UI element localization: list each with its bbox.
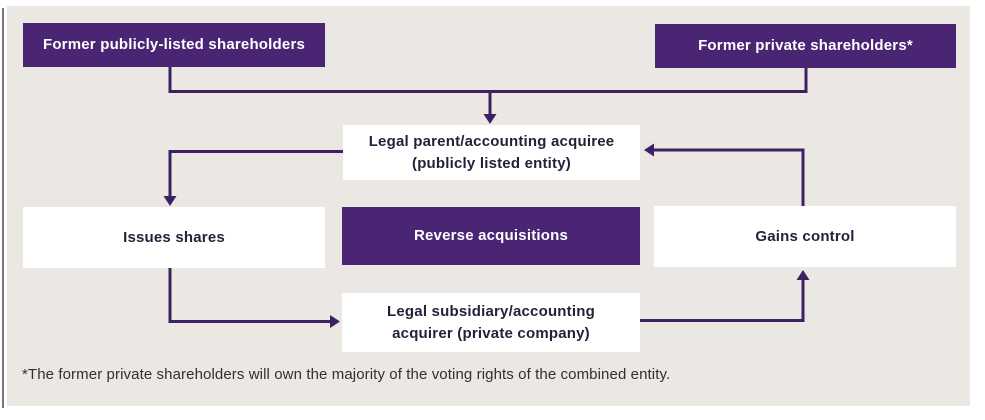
node-label: Issues shares xyxy=(123,228,225,246)
left-edge-line xyxy=(2,8,4,408)
node-label-line1: Legal subsidiary/accounting xyxy=(387,302,595,320)
footnote: *The former private shareholders will ow… xyxy=(22,366,671,383)
node-label-line2: acquirer (private company) xyxy=(392,324,590,342)
node-label-line2: (publicly listed entity) xyxy=(412,154,571,172)
node-label: Former private shareholders* xyxy=(698,37,913,54)
node-former-publicly-listed-shareholders: Former publicly-listed shareholders xyxy=(23,23,325,67)
node-label-line1: Legal parent/accounting acquiree xyxy=(368,132,615,150)
node-reverse-acquisitions: Reverse acquisitions xyxy=(342,207,640,265)
node-gains-control: Gains control xyxy=(654,206,956,267)
node-legal-parent-accounting-acquiree: Legal parent/accounting acquiree (public… xyxy=(343,125,640,180)
node-label: Gains control xyxy=(755,227,855,245)
node-label: Former publicly-listed shareholders xyxy=(42,36,306,53)
node-issues-shares: Issues shares xyxy=(23,207,325,268)
node-legal-subsidiary-accounting-acquirer: Legal subsidiary/accounting acquirer (pr… xyxy=(342,293,640,352)
node-label: Reverse acquisitions xyxy=(413,227,569,244)
node-former-private-shareholders: Former private shareholders* xyxy=(655,24,956,68)
